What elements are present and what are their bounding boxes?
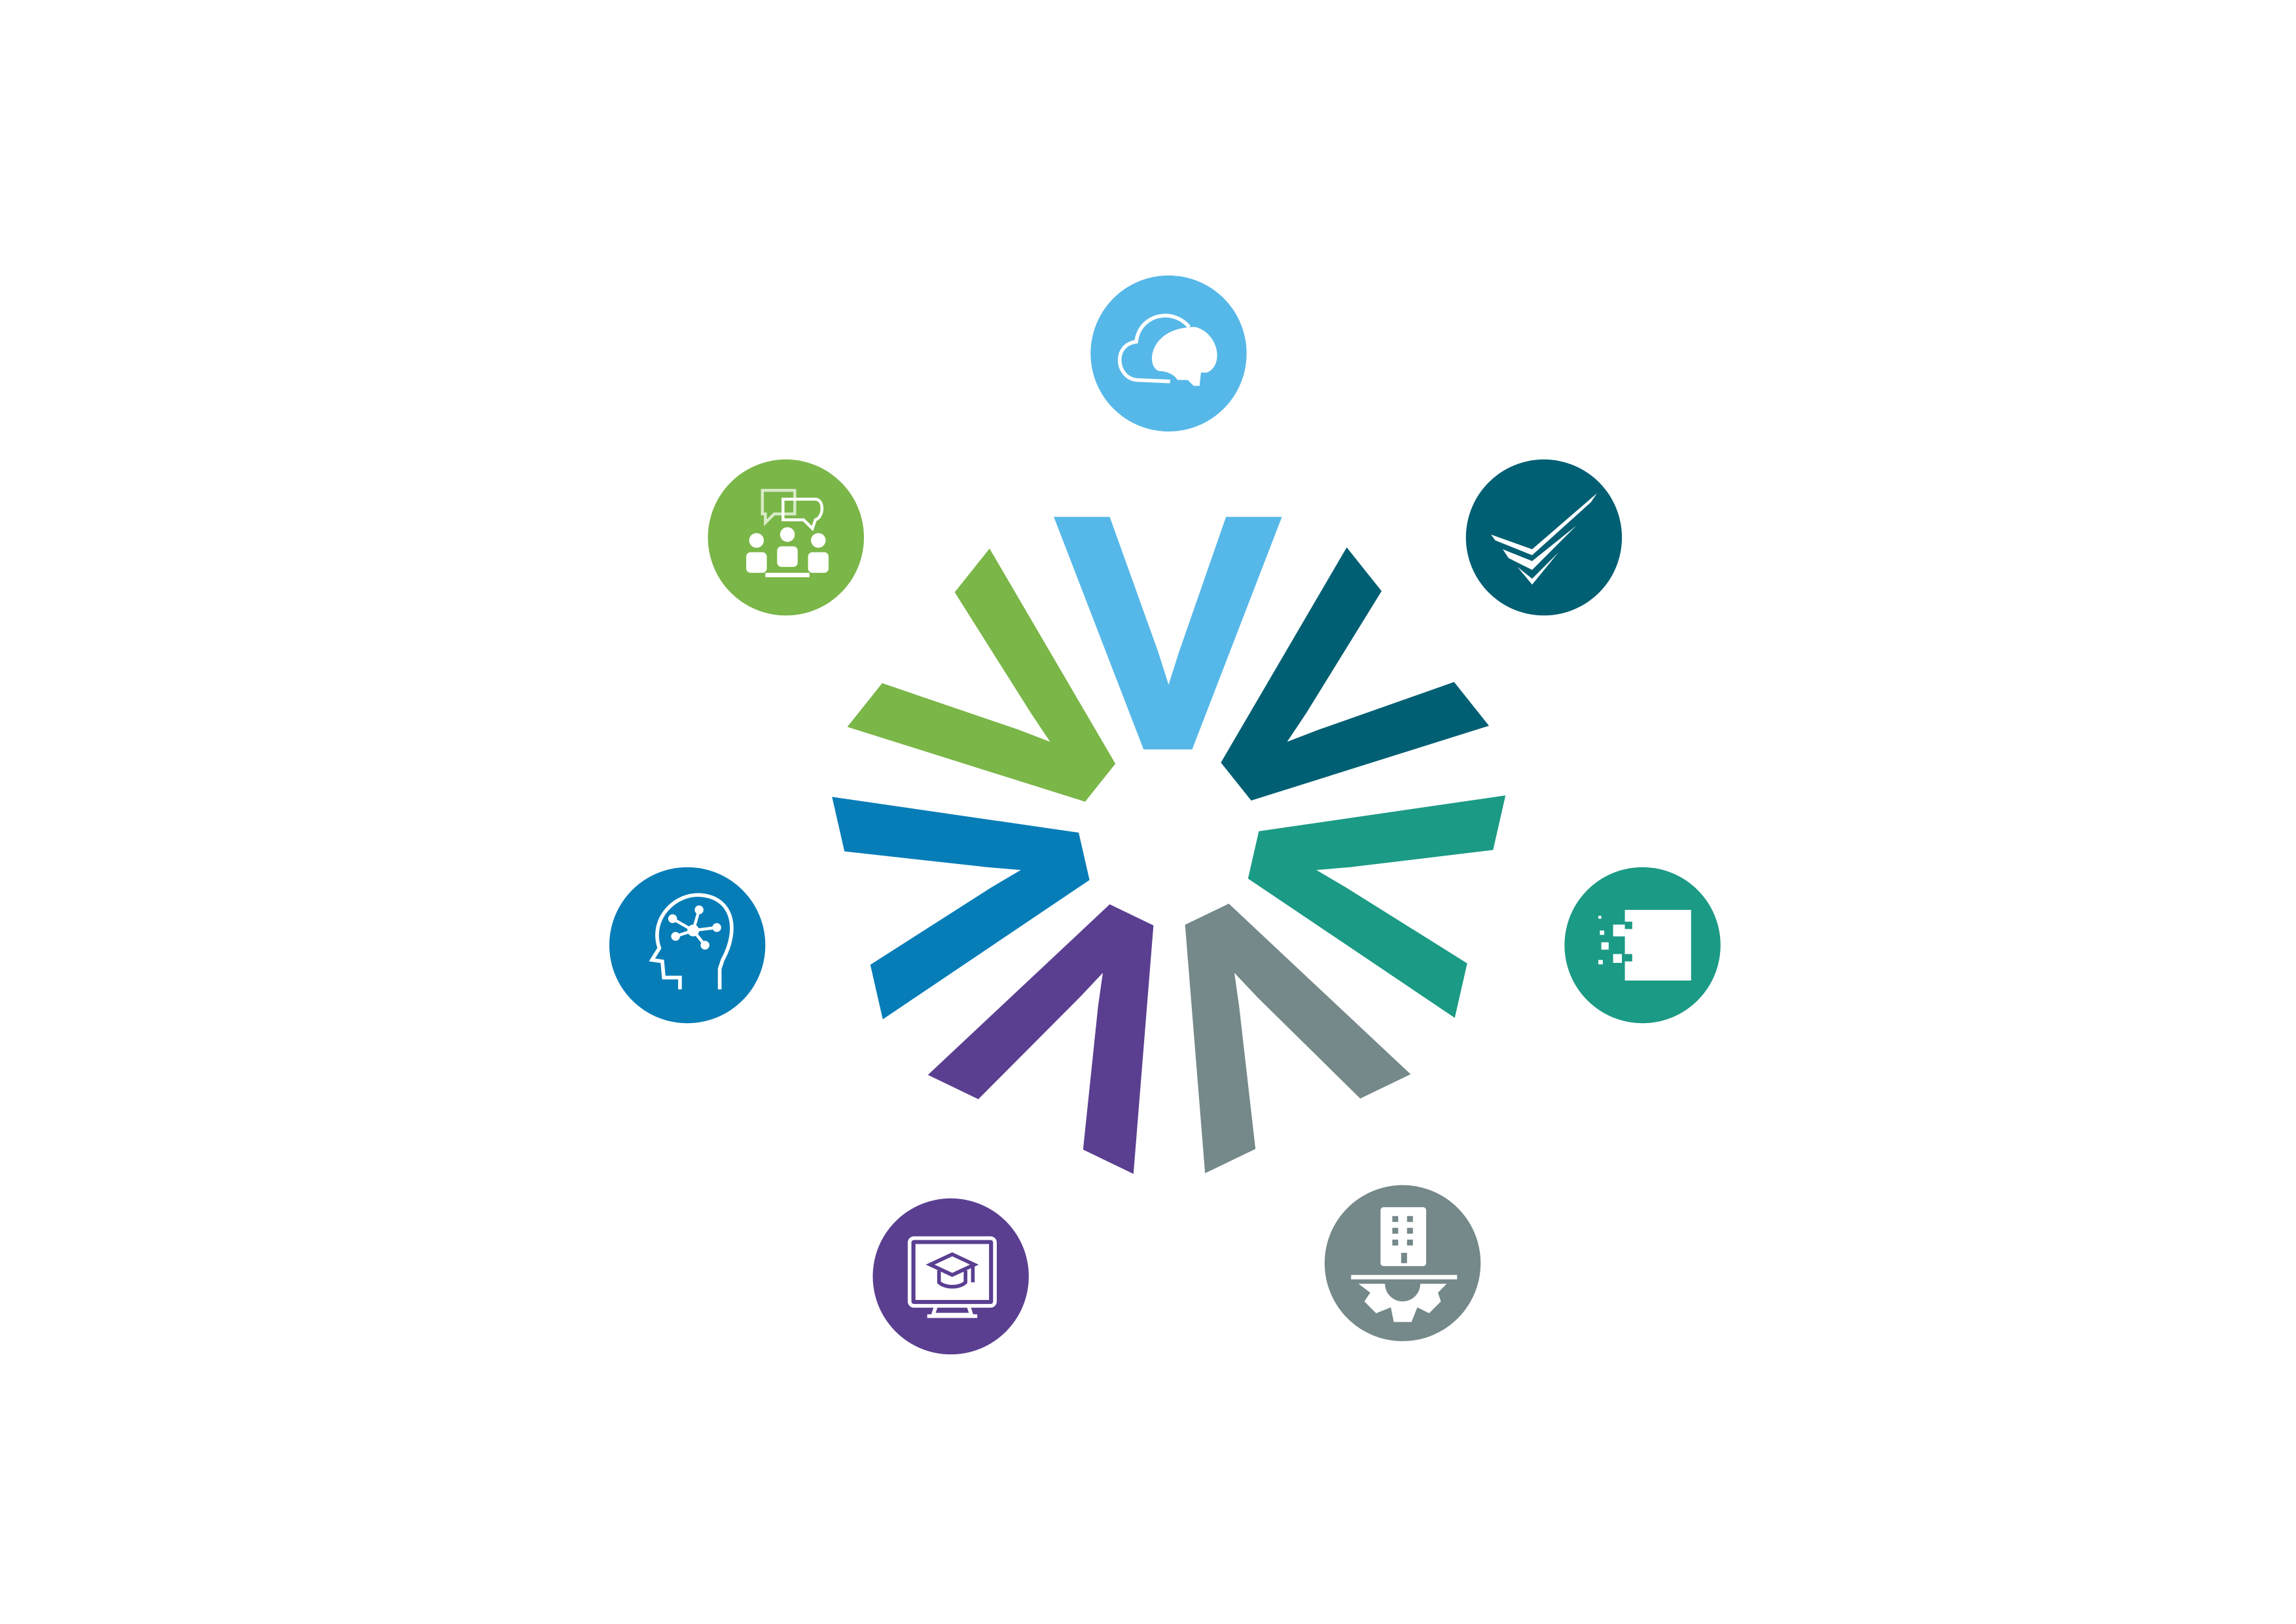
building-gear-icon (1351, 1207, 1458, 1322)
cloud-brain-icon (1117, 314, 1217, 386)
v-shape-upper-left (847, 548, 1116, 802)
icon-circle-lower-right (1324, 1185, 1481, 1341)
icon-circle-top (1090, 275, 1247, 432)
icon-circle-upper-left (708, 459, 864, 616)
v-shape-lower-right (1185, 903, 1411, 1174)
icon-circle-right (1564, 867, 1721, 1024)
v-shape-upper-right (1221, 547, 1489, 801)
icon-circles-group (609, 275, 1721, 1355)
v-shape-right (1247, 795, 1506, 1018)
head-network-icon (649, 893, 734, 990)
icon-circle-upper-right (1465, 459, 1623, 616)
layered-check-icon (1490, 493, 1597, 585)
v-shape-top (1054, 516, 1282, 749)
people-discussion-icon (746, 488, 829, 577)
icon-circle-left (609, 867, 766, 1024)
circle-left (609, 867, 766, 1024)
monitor-graduation-cap-icon (907, 1236, 997, 1318)
v-shape-lower-left (927, 904, 1154, 1174)
icon-circle-lower-left (872, 1198, 1029, 1355)
v-shape-left (832, 797, 1090, 1020)
circle-upper-right (1465, 459, 1623, 616)
v-shapes-group (832, 516, 1506, 1174)
digital-pixel-transform-icon (1598, 910, 1691, 981)
